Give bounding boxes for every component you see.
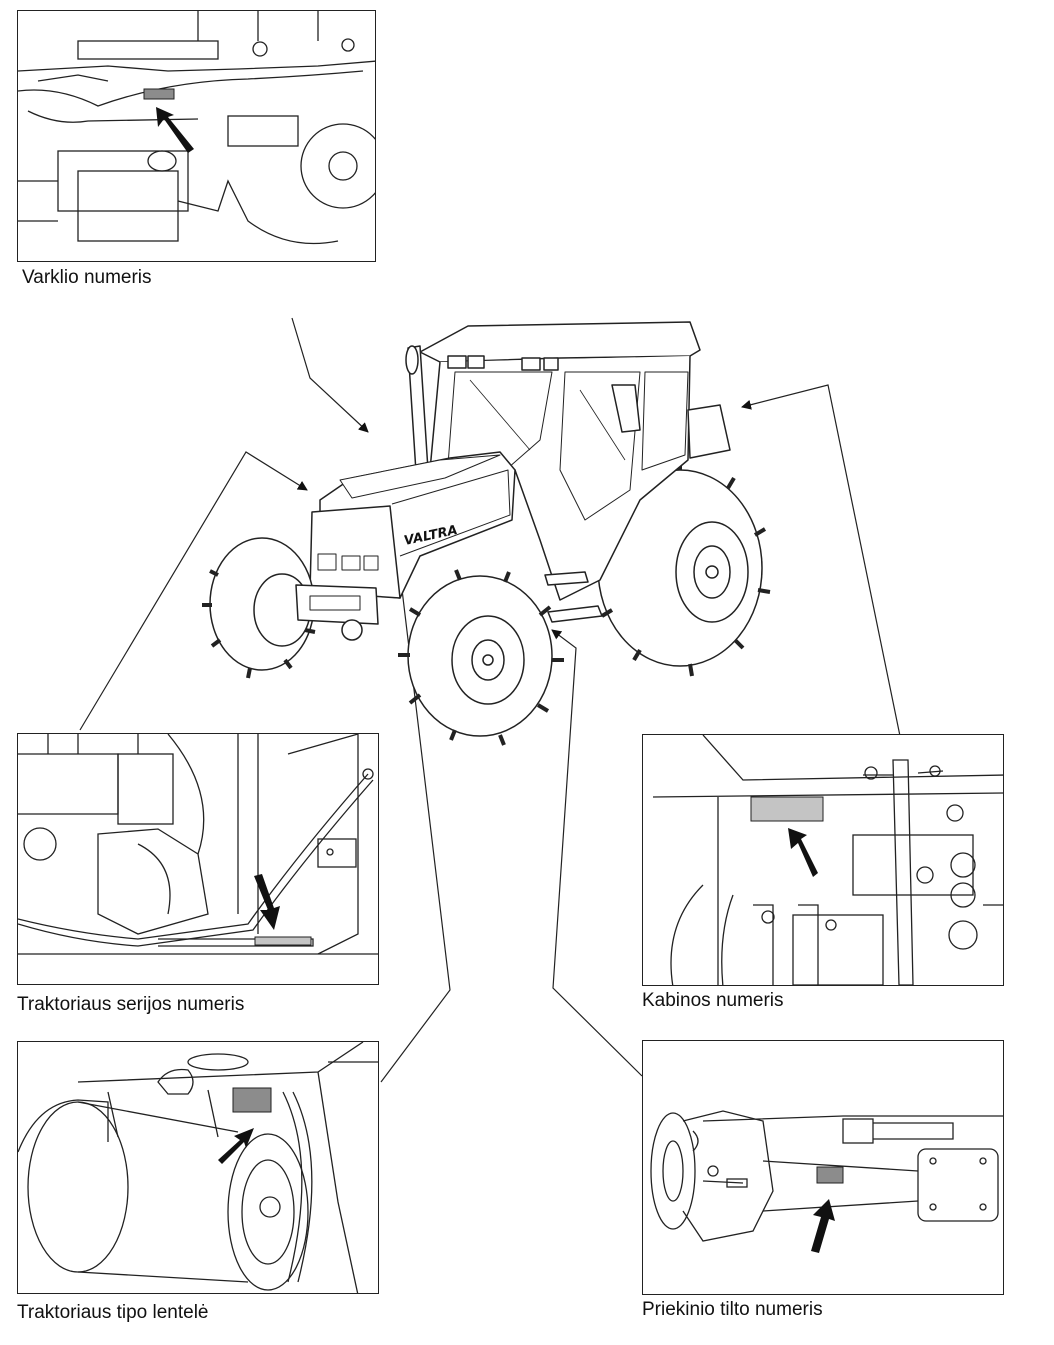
front-axle-number-label	[816, 1166, 844, 1184]
front-axle-number-panel	[642, 1040, 1004, 1295]
engine-detail-drawing	[18, 11, 375, 245]
tractor-illustration: VALTRA	[202, 321, 771, 746]
front-left-wheel	[202, 537, 316, 679]
leader-engine	[291, 317, 369, 433]
serial-detail-drawing	[18, 734, 378, 955]
engine-pointer-arrow	[156, 107, 194, 153]
axle-pointer-arrow	[811, 1199, 835, 1253]
serial-number-caption: Traktoriaus serijos numeris	[17, 994, 245, 1015]
front-right-wheel	[398, 569, 564, 746]
engine-number-caption: Varklio numeris	[22, 267, 152, 288]
cab	[405, 321, 731, 601]
serial-pointer-arrow	[254, 874, 280, 930]
rear-right-wheel	[592, 460, 771, 677]
front-axle-detail-drawing	[650, 1110, 1003, 1242]
cab-number-panel	[642, 734, 1004, 986]
plate-pointer-arrow	[218, 1128, 254, 1164]
serial-number-panel	[17, 733, 379, 985]
type-plate-label	[232, 1087, 272, 1113]
engine-number-panel	[17, 10, 376, 262]
hood: VALTRA	[309, 451, 516, 599]
cab-number-caption: Kabinos numeris	[642, 990, 784, 1011]
type-plate-detail-drawing	[18, 1042, 378, 1293]
leader-axle	[551, 629, 643, 1077]
type-plate-caption: Traktoriaus tipo lentelė	[17, 1302, 209, 1323]
cab-detail-drawing	[652, 735, 1003, 985]
front-weights	[295, 584, 379, 625]
cab-pointer-arrow	[788, 828, 818, 877]
leader-serial	[79, 451, 308, 731]
engine-number-label	[143, 88, 175, 100]
type-plate-panel	[17, 1041, 379, 1294]
leader-cab	[741, 384, 901, 737]
front-axle-number-caption: Priekinio tilto numeris	[642, 1299, 823, 1320]
serial-number-label	[254, 936, 312, 946]
cab-number-label	[750, 796, 824, 822]
